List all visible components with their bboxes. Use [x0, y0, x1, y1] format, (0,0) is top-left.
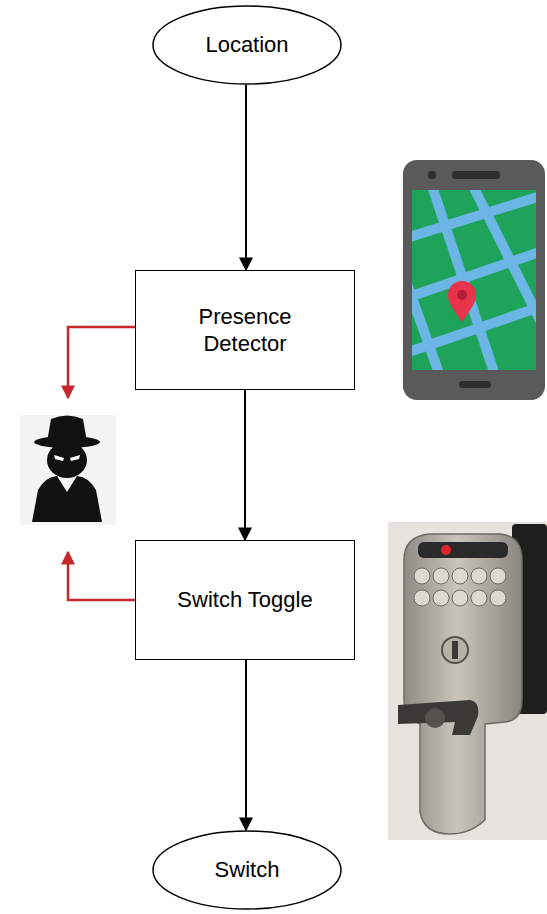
- keyway: [452, 641, 458, 659]
- phone-map-icon: [395, 160, 547, 400]
- key: [414, 590, 430, 606]
- key: [433, 568, 449, 584]
- key: [414, 568, 430, 584]
- node-label: Presence Detector: [185, 303, 305, 358]
- key: [490, 568, 506, 584]
- key: [471, 590, 487, 606]
- icon-ground: [20, 415, 116, 525]
- lever-handle: [398, 700, 478, 735]
- indicator-bar: [418, 542, 508, 558]
- flow-arrow: [245, 660, 247, 830]
- key-cylinder: [442, 637, 468, 663]
- node-label: Switch Toggle: [177, 586, 312, 614]
- node-label: Location: [205, 31, 288, 59]
- leak-arrow: [68, 327, 135, 398]
- terminal-ellipse: Switch: [152, 830, 342, 910]
- key: [490, 590, 506, 606]
- key: [471, 568, 487, 584]
- key: [433, 590, 449, 606]
- pin-dot: [457, 290, 467, 300]
- phone-body: [403, 160, 545, 400]
- key: [452, 568, 468, 584]
- speaker: [452, 171, 500, 179]
- process-box: Switch Toggle: [135, 540, 355, 660]
- lock-body: [404, 534, 522, 834]
- keypad: [414, 568, 506, 606]
- ellipse-shape: [153, 6, 341, 84]
- map-roads: [412, 190, 536, 370]
- red-led: [441, 545, 451, 555]
- flow-arrow: [244, 390, 246, 540]
- spy-icon: [20, 415, 116, 525]
- road: [412, 250, 445, 370]
- flow-arrow: [245, 85, 247, 270]
- leak-arrow: [68, 552, 135, 600]
- lever-hub: [425, 708, 445, 728]
- head: [47, 442, 87, 478]
- home-button: [459, 381, 491, 388]
- terminal-ellipse: Location: [152, 5, 342, 85]
- eye: [70, 455, 80, 461]
- eye: [54, 455, 64, 461]
- ellipse-shape: [153, 831, 341, 909]
- road: [470, 190, 536, 330]
- key: [452, 590, 468, 606]
- camera: [428, 171, 436, 179]
- node-label: Switch: [215, 856, 280, 884]
- body: [32, 476, 102, 522]
- lock-photo: [388, 522, 547, 840]
- process-box: Presence Detector: [135, 270, 355, 390]
- location-pin: [448, 281, 476, 322]
- photo-ground: [388, 522, 547, 840]
